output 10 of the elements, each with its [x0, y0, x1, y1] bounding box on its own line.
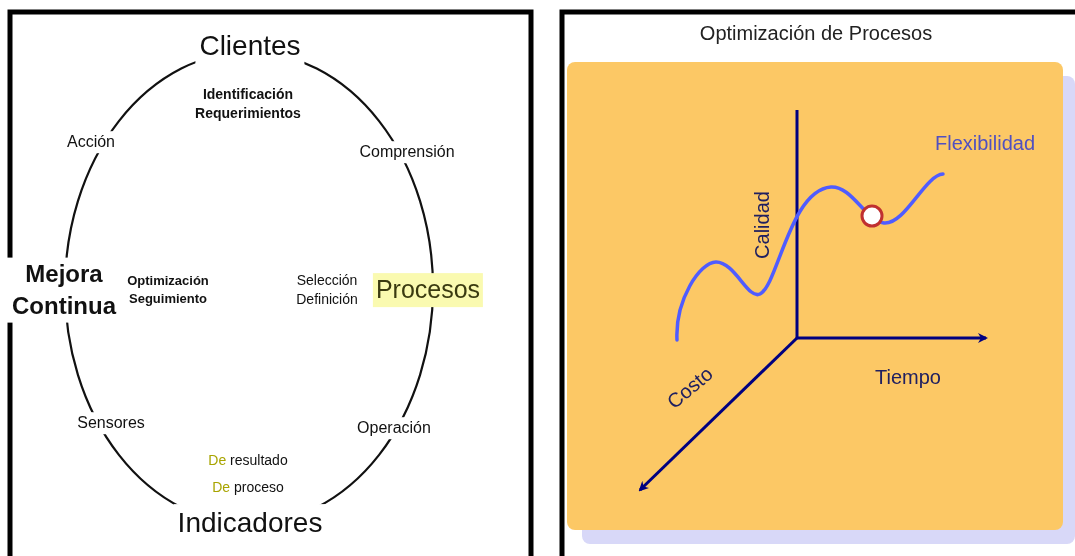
panel-title: Optimización de Procesos [699, 20, 933, 46]
sub-label: Optimización Seguimiento [126, 272, 210, 308]
axis-label: Tiempo [875, 364, 941, 390]
axis-label: Calidad [749, 191, 774, 259]
sub-label: De resultado [208, 450, 288, 470]
node-label: Procesos [372, 273, 484, 307]
sub-label: Selección Definición [295, 271, 359, 309]
sub-label: De proceso [212, 477, 284, 497]
sub-label: Identificación Requerimientos [194, 85, 302, 123]
axis-label: Flexibilidad [934, 130, 1036, 156]
